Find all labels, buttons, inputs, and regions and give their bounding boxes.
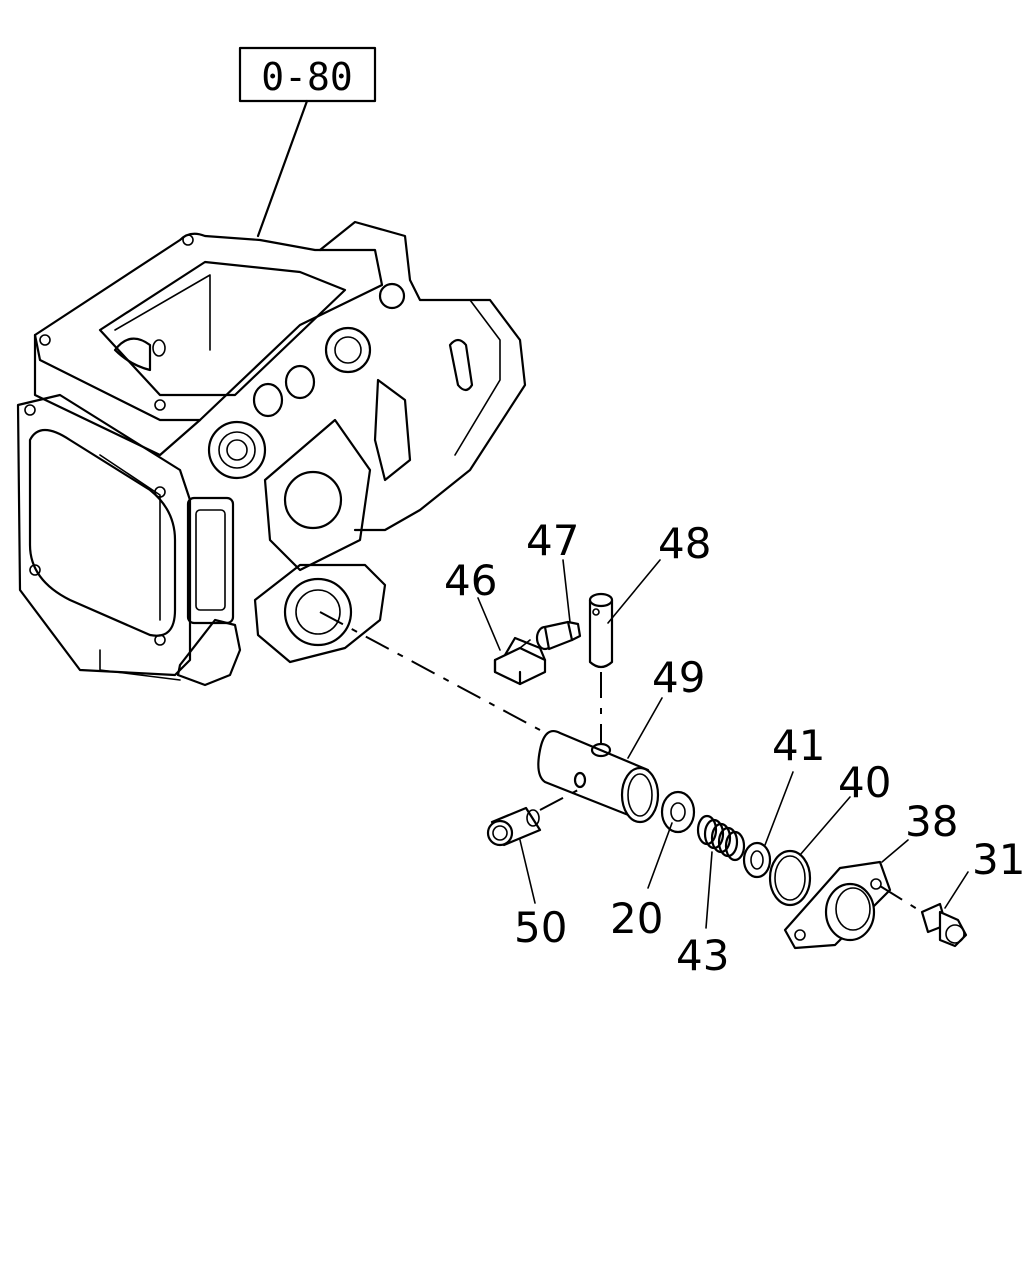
- reference-leader-line: [256, 99, 309, 238]
- callout-40[interactable]: 40: [838, 758, 891, 807]
- part-47-pin[interactable]: [535, 620, 582, 651]
- callout-43[interactable]: 43: [676, 931, 729, 980]
- callout-20[interactable]: 20: [610, 894, 663, 943]
- part-48-tube[interactable]: [588, 592, 614, 669]
- part-50-bushing[interactable]: [486, 806, 542, 847]
- bushing-axis-line: [539, 789, 579, 811]
- part-31-bolt[interactable]: [920, 902, 968, 948]
- part-43-spring[interactable]: [696, 814, 746, 862]
- part-40-oring[interactable]: [768, 849, 812, 907]
- callout-50[interactable]: 50: [514, 903, 567, 952]
- callout-46[interactable]: 46: [444, 556, 497, 605]
- part-20-washer[interactable]: [660, 790, 696, 834]
- leader-lines: [477, 559, 969, 929]
- reference-box[interactable]: 0-80: [238, 46, 377, 103]
- assembly-axis-line: [319, 611, 541, 731]
- reference-box-label: 0-80: [261, 55, 353, 99]
- pump-housing: [16, 220, 527, 687]
- callout-41[interactable]: 41: [772, 721, 825, 770]
- bolt-axis-line: [879, 885, 923, 913]
- part-49-sleeve[interactable]: [537, 729, 660, 824]
- callout-38[interactable]: 38: [905, 797, 958, 846]
- callout-48[interactable]: 48: [658, 519, 711, 568]
- callout-47[interactable]: 47: [526, 516, 579, 565]
- part-46-clip[interactable]: [493, 636, 547, 686]
- callout-49[interactable]: 49: [652, 653, 705, 702]
- callout-31[interactable]: 31: [972, 835, 1024, 884]
- part-38-cover[interactable]: [783, 860, 892, 950]
- part-41-seal[interactable]: [742, 841, 772, 879]
